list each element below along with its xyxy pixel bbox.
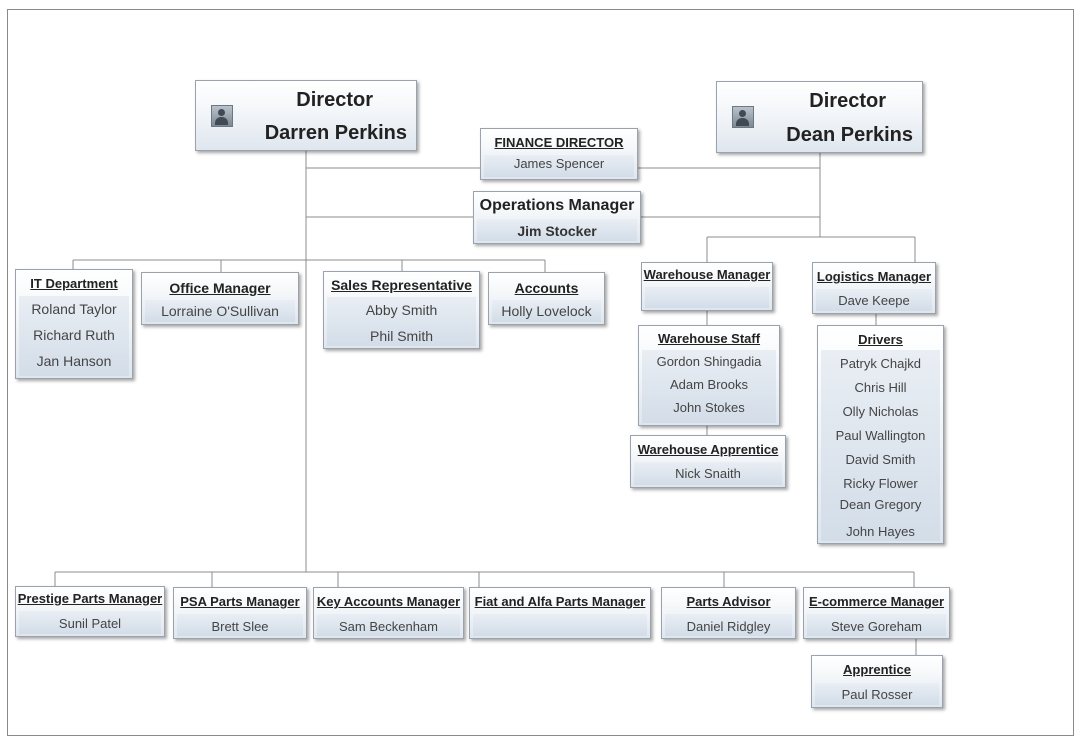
apprentice-box: Apprentice Paul Rosser xyxy=(811,655,943,708)
warehouse-apprentice-title: Warehouse Apprentice xyxy=(637,442,779,457)
prestige-parts-box: Prestige Parts Manager Sunil Patel xyxy=(15,586,165,637)
director-dean-box: Director Dean Perkins xyxy=(716,81,923,153)
office-title: Office Manager xyxy=(169,280,271,296)
apprentice-name: Paul Rosser xyxy=(841,687,913,702)
warehouse-staff-member: Gordon Shingadia xyxy=(656,354,762,369)
fiat-alfa-box: Fiat and Alfa Parts Manager xyxy=(469,587,651,639)
drivers-title: Drivers xyxy=(858,332,903,347)
director-name: Dean Perkins xyxy=(786,124,913,146)
warehouse-staff-member: Adam Brooks xyxy=(669,377,749,392)
prestige-name: Sunil Patel xyxy=(58,616,122,631)
warehouse-apprentice-name: Nick Snaith xyxy=(675,466,741,481)
ecommerce-title: E-commerce Manager xyxy=(808,594,945,609)
psa-name: Brett Slee xyxy=(211,619,269,634)
warehouse-manager-box: Warehouse Manager xyxy=(641,262,773,311)
ecommerce-manager-box: E-commerce Manager Steve Goreham xyxy=(803,587,950,639)
key-accounts-box: Key Accounts Manager Sam Beckenham xyxy=(313,587,464,639)
operations-title: Operations Manager xyxy=(479,197,635,214)
sales-member: Abby Smith xyxy=(365,302,438,318)
sales-representative-box: Sales Representative Abby Smith Phil Smi… xyxy=(323,271,480,349)
driver-name: Ricky Flower xyxy=(843,476,918,491)
ecommerce-name: Steve Goreham xyxy=(830,619,923,634)
driver-name: Olly Nicholas xyxy=(842,404,919,419)
finance-director-box: FINANCE DIRECTOR James Spencer xyxy=(480,128,638,180)
accounts-title: Accounts xyxy=(514,280,579,296)
director-title: Director xyxy=(296,89,373,111)
driver-name: Patryk Chajkd xyxy=(840,356,921,371)
office-name: Lorraine O'Sullivan xyxy=(161,303,279,319)
director-name: Darren Perkins xyxy=(264,122,407,144)
it-member: Roland Taylor xyxy=(31,301,117,317)
logistics-name: Dave Keepe xyxy=(838,293,910,308)
person-icon xyxy=(211,105,233,127)
key-accounts-title: Key Accounts Manager xyxy=(316,594,461,609)
logistics-manager-box: Logistics Manager Dave Keepe xyxy=(812,262,936,314)
sales-title: Sales Representative xyxy=(331,277,472,293)
driver-name: Paul Wallington xyxy=(835,428,926,443)
director-title: Director xyxy=(809,90,886,112)
it-member: Jan Hanson xyxy=(36,353,112,369)
key-accounts-name: Sam Beckenham xyxy=(339,619,438,634)
parts-advisor-box: Parts Advisor Daniel Ridgley xyxy=(661,587,796,639)
logistics-title: Logistics Manager xyxy=(816,269,932,284)
it-department-box: IT Department Roland Taylor Richard Ruth… xyxy=(15,269,133,379)
it-member: Richard Ruth xyxy=(33,327,115,343)
parts-advisor-name: Daniel Ridgley xyxy=(686,619,771,634)
psa-title: PSA Parts Manager xyxy=(180,594,300,609)
person-icon xyxy=(732,106,754,128)
prestige-title: Prestige Parts Manager xyxy=(17,591,163,606)
director-darren-box: Director Darren Perkins xyxy=(195,80,417,151)
warehouse-manager-title: Warehouse Manager xyxy=(643,267,771,282)
accounts-name: Holly Lovelock xyxy=(501,303,592,319)
warehouse-staff-member: John Stokes xyxy=(673,400,745,415)
warehouse-staff-title: Warehouse Staff xyxy=(657,331,761,346)
parts-advisor-title: Parts Advisor xyxy=(686,594,771,609)
driver-name: Dean Gregory xyxy=(839,497,922,512)
driver-name: Chris Hill xyxy=(854,380,907,395)
apprentice-title: Apprentice xyxy=(843,662,911,677)
office-manager-box: Office Manager Lorraine O'Sullivan xyxy=(141,272,299,325)
sales-member: Phil Smith xyxy=(369,328,434,344)
warehouse-staff-box: Warehouse Staff Gordon Shingadia Adam Br… xyxy=(638,325,780,426)
driver-name: David Smith xyxy=(845,452,916,467)
finance-title: FINANCE DIRECTOR xyxy=(494,135,624,150)
operations-manager-box: Operations Manager Jim Stocker xyxy=(473,191,641,244)
psa-parts-box: PSA Parts Manager Brett Slee xyxy=(173,587,307,639)
operations-name: Jim Stocker xyxy=(517,223,597,239)
it-title: IT Department xyxy=(30,276,118,291)
accounts-box: Accounts Holly Lovelock xyxy=(488,272,605,325)
drivers-box: Drivers Patryk Chajkd Chris Hill Olly Ni… xyxy=(817,325,944,544)
fiat-title: Fiat and Alfa Parts Manager xyxy=(474,594,646,609)
finance-name: James Spencer xyxy=(513,156,605,171)
warehouse-apprentice-box: Warehouse Apprentice Nick Snaith xyxy=(630,435,786,488)
driver-name: John Hayes xyxy=(846,524,915,539)
